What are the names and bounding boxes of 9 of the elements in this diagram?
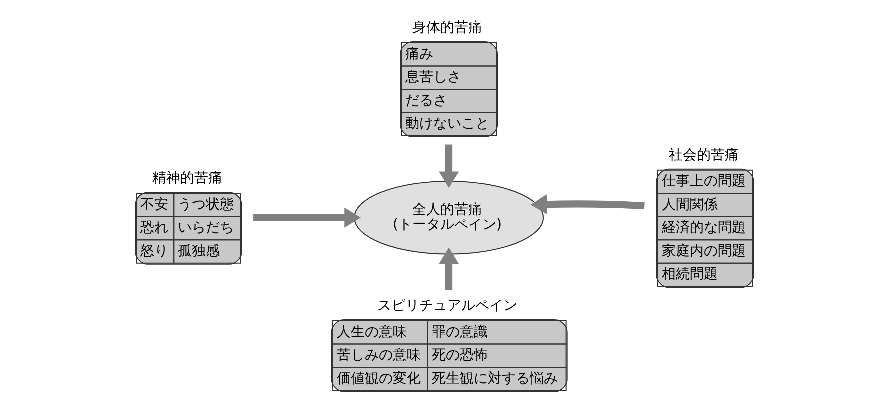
node-ellipse: 全人的苦痛 (トータルペイン) [354, 180, 544, 255]
arrow [254, 208, 362, 228]
node-label: 精神的苦痛 [152, 170, 222, 187]
node-label: 身体的苦痛 [412, 20, 483, 36]
arrow [530, 194, 645, 215]
arrow [439, 248, 460, 291]
arrow [439, 144, 460, 188]
node-label: 社会的苦痛 [668, 147, 739, 164]
node-label: スピリチュアルペイン [377, 298, 518, 314]
